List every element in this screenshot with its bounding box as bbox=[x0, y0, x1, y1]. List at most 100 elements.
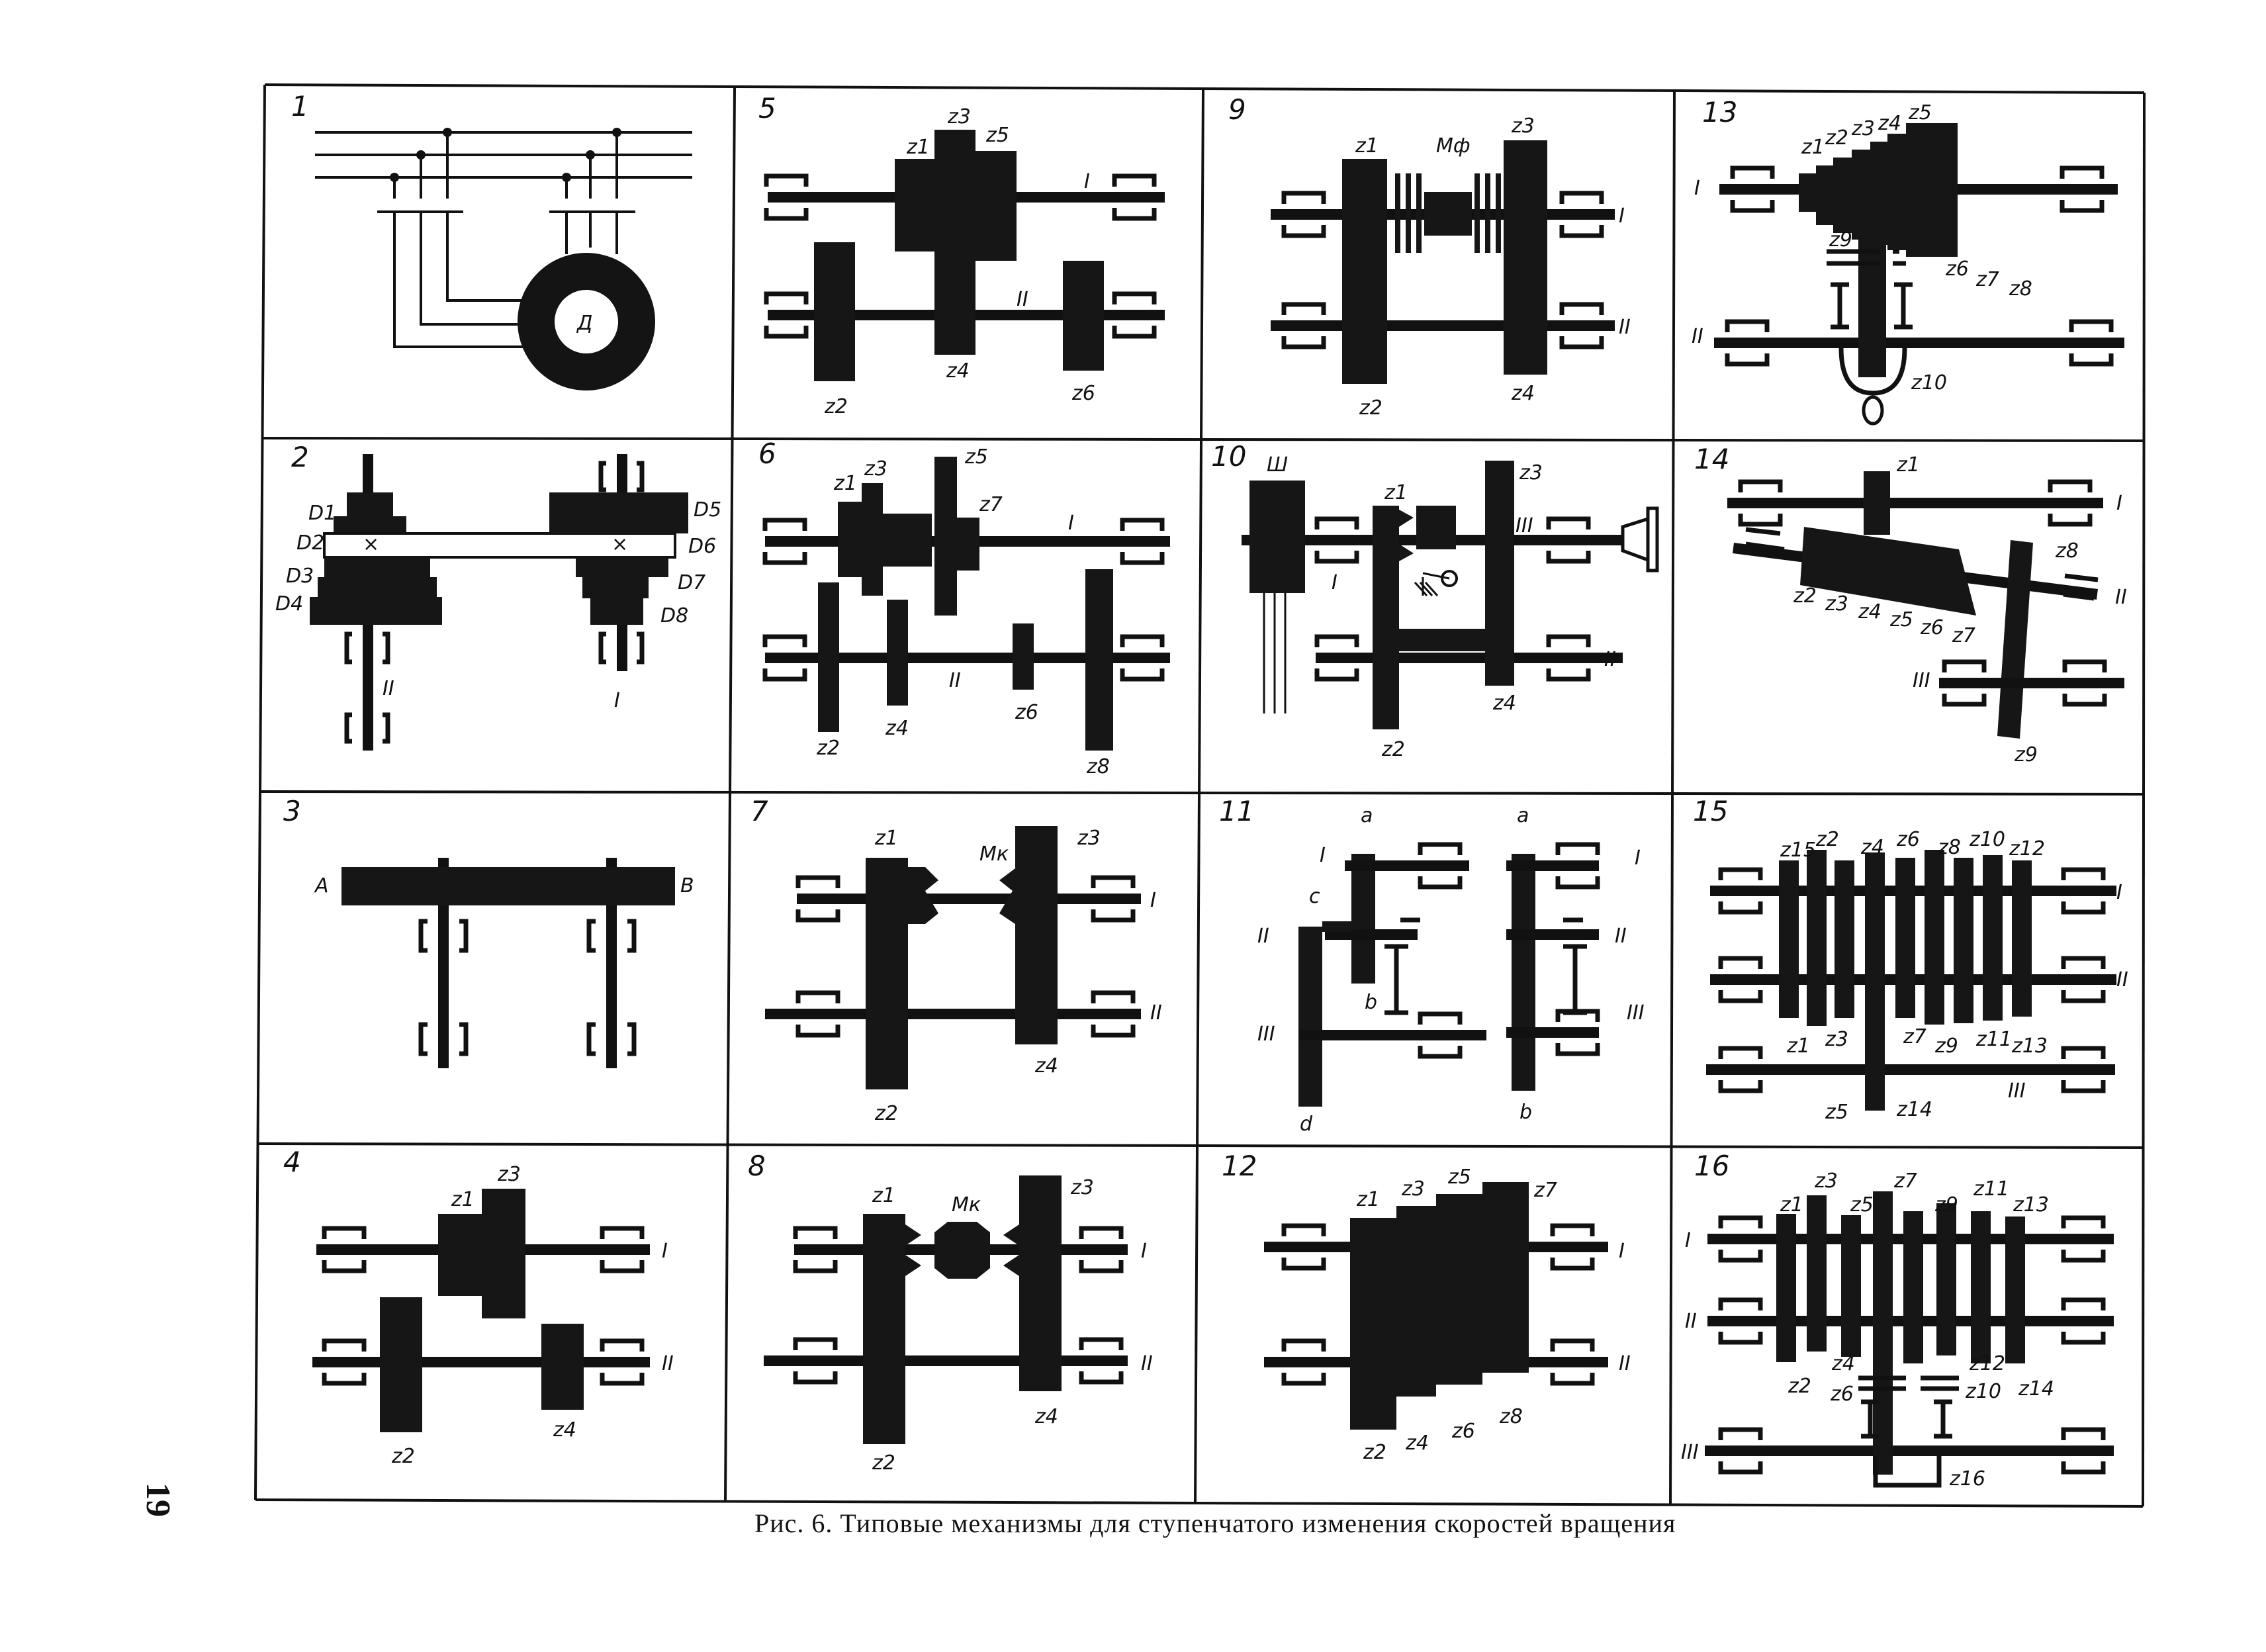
panel-5: 5 z1 z3 z5 I II z2 z4 z6 bbox=[758, 92, 1165, 418]
svg-text:z1: z1 bbox=[906, 136, 930, 159]
svg-text:z3: z3 bbox=[1511, 115, 1535, 138]
svg-text:Мф: Мф bbox=[1436, 134, 1471, 158]
svg-text:14: 14 bbox=[1694, 443, 1729, 475]
svg-text:z4: z4 bbox=[946, 359, 970, 383]
svg-text:I: I bbox=[1084, 170, 1090, 193]
svg-text:I: I bbox=[1619, 1240, 1625, 1263]
svg-text:z3: z3 bbox=[1851, 117, 1875, 140]
svg-text:I: I bbox=[614, 689, 620, 712]
svg-text:z2: z2 bbox=[391, 1445, 415, 1468]
panel-grid bbox=[254, 83, 2146, 1508]
svg-text:z3: z3 bbox=[1070, 1176, 1094, 1199]
figure-caption: Рис. 6. Типовые механизмы для ступенчато… bbox=[754, 1508, 1676, 1538]
svg-text:II: II bbox=[1615, 925, 1627, 948]
svg-text:z4: z4 bbox=[553, 1418, 576, 1442]
panel-3: 3 A B bbox=[283, 795, 694, 1068]
svg-text:z14: z14 bbox=[1896, 1098, 1932, 1121]
svg-text:z14: z14 bbox=[2018, 1377, 2054, 1400]
svg-text:z4: z4 bbox=[1034, 1405, 1058, 1428]
svg-text:z12: z12 bbox=[1969, 1352, 2005, 1375]
svg-text:10: 10 bbox=[1211, 440, 1246, 473]
svg-text:z6: z6 bbox=[1920, 616, 1944, 639]
panel-4: 4 z1 z3 I II z2 z4 bbox=[283, 1146, 674, 1468]
svg-text:Мк: Мк bbox=[952, 1193, 981, 1216]
svg-text:z15: z15 bbox=[1780, 839, 1816, 862]
svg-text:×: × bbox=[363, 533, 379, 556]
svg-text:II: II bbox=[1619, 1352, 1631, 1375]
svg-text:z2: z2 bbox=[872, 1451, 895, 1475]
svg-text:z7: z7 bbox=[1952, 624, 1975, 647]
svg-text:z10: z10 bbox=[1911, 371, 1947, 394]
svg-text:z2: z2 bbox=[1359, 396, 1382, 420]
svg-text:z1: z1 bbox=[1896, 453, 1920, 477]
svg-text:z11: z11 bbox=[1973, 1177, 2009, 1201]
svg-text:z1: z1 bbox=[1801, 136, 1825, 159]
svg-text:z5: z5 bbox=[1889, 608, 1913, 631]
svg-text:I: I bbox=[1332, 571, 1337, 594]
svg-text:z7: z7 bbox=[1893, 1170, 1917, 1193]
svg-text:I: I bbox=[1068, 512, 1074, 535]
svg-text:z12: z12 bbox=[2009, 837, 2045, 860]
svg-text:a: a bbox=[1361, 804, 1373, 827]
svg-text:z6: z6 bbox=[1830, 1383, 1854, 1406]
svg-text:II: II bbox=[1150, 1001, 1162, 1025]
svg-text:9: 9 bbox=[1228, 93, 1246, 126]
svg-text:II: II bbox=[383, 677, 394, 700]
svg-text:D7: D7 bbox=[678, 571, 705, 594]
svg-text:II: II bbox=[1685, 1310, 1697, 1333]
svg-text:z3: z3 bbox=[1401, 1177, 1425, 1201]
svg-text:z4: z4 bbox=[1511, 382, 1535, 405]
svg-text:5: 5 bbox=[758, 92, 776, 124]
svg-text:z4: z4 bbox=[1492, 692, 1516, 715]
panel-2: 2 ×× D1 D2 D3 D4 D5 D6 D7 D8 II I bbox=[275, 441, 721, 751]
svg-text:z3: z3 bbox=[864, 457, 887, 481]
svg-text:D4: D4 bbox=[275, 592, 303, 616]
svg-text:III: III bbox=[1516, 514, 1533, 537]
svg-text:D6: D6 bbox=[688, 535, 716, 558]
svg-text:I: I bbox=[1694, 177, 1700, 200]
svg-text:z4: z4 bbox=[1831, 1352, 1855, 1375]
svg-text:z10: z10 bbox=[1965, 1380, 2001, 1403]
svg-text:a: a bbox=[1517, 804, 1529, 827]
svg-text:4: 4 bbox=[283, 1146, 301, 1178]
panel-7: 7 z1 Мк z3 I II z2 z4 bbox=[750, 795, 1162, 1125]
svg-text:d: d bbox=[1300, 1113, 1313, 1136]
panel-number: 1 bbox=[291, 90, 309, 122]
panel-16: 16 z1 z3 z5 z7 z9 z11 z13 I II z4 z12 z2… bbox=[1681, 1150, 2114, 1491]
svg-text:z5: z5 bbox=[1908, 101, 1932, 124]
svg-text:z3: z3 bbox=[1825, 592, 1848, 616]
svg-text:z3: z3 bbox=[1519, 461, 1543, 484]
svg-text:z1: z1 bbox=[1355, 134, 1379, 158]
svg-text:A: A bbox=[314, 874, 329, 897]
svg-text:z1: z1 bbox=[1780, 1193, 1803, 1216]
svg-text:z5: z5 bbox=[1825, 1101, 1848, 1124]
svg-text:D3: D3 bbox=[286, 565, 314, 588]
svg-text:b: b bbox=[1365, 991, 1377, 1014]
svg-text:I: I bbox=[662, 1240, 668, 1263]
svg-text:z1: z1 bbox=[833, 472, 857, 495]
svg-text:7: 7 bbox=[750, 795, 768, 827]
svg-text:I: I bbox=[1141, 1240, 1147, 1263]
svg-text:I: I bbox=[1320, 844, 1326, 867]
svg-text:15: 15 bbox=[1693, 795, 1728, 827]
svg-text:z8: z8 bbox=[1086, 755, 1110, 778]
svg-text:I: I bbox=[2116, 881, 2122, 904]
panel-11: 11 a a I I c II II b III III d b bbox=[1219, 795, 1645, 1136]
panel-1: 1 Д bbox=[291, 90, 692, 390]
svg-text:z8: z8 bbox=[2009, 277, 2032, 300]
svg-text:z6: z6 bbox=[1015, 701, 1038, 724]
svg-text:z1: z1 bbox=[874, 827, 898, 850]
svg-text:z2: z2 bbox=[816, 737, 840, 760]
svg-text:z4: z4 bbox=[885, 717, 909, 740]
svg-text:II: II bbox=[1141, 1352, 1153, 1375]
panel-10: 10 Ш z1 z3 III I II z4 z2 bbox=[1211, 440, 1659, 761]
svg-text:I: I bbox=[2116, 492, 2122, 515]
svg-text:D5: D5 bbox=[694, 498, 721, 522]
svg-text:z3: z3 bbox=[497, 1163, 521, 1186]
svg-text:16: 16 bbox=[1694, 1150, 1729, 1182]
svg-text:z2: z2 bbox=[1825, 126, 1848, 150]
svg-text:z9: z9 bbox=[1934, 1193, 1958, 1216]
svg-text:z6: z6 bbox=[1071, 382, 1095, 405]
svg-text:z2: z2 bbox=[1381, 738, 1405, 761]
